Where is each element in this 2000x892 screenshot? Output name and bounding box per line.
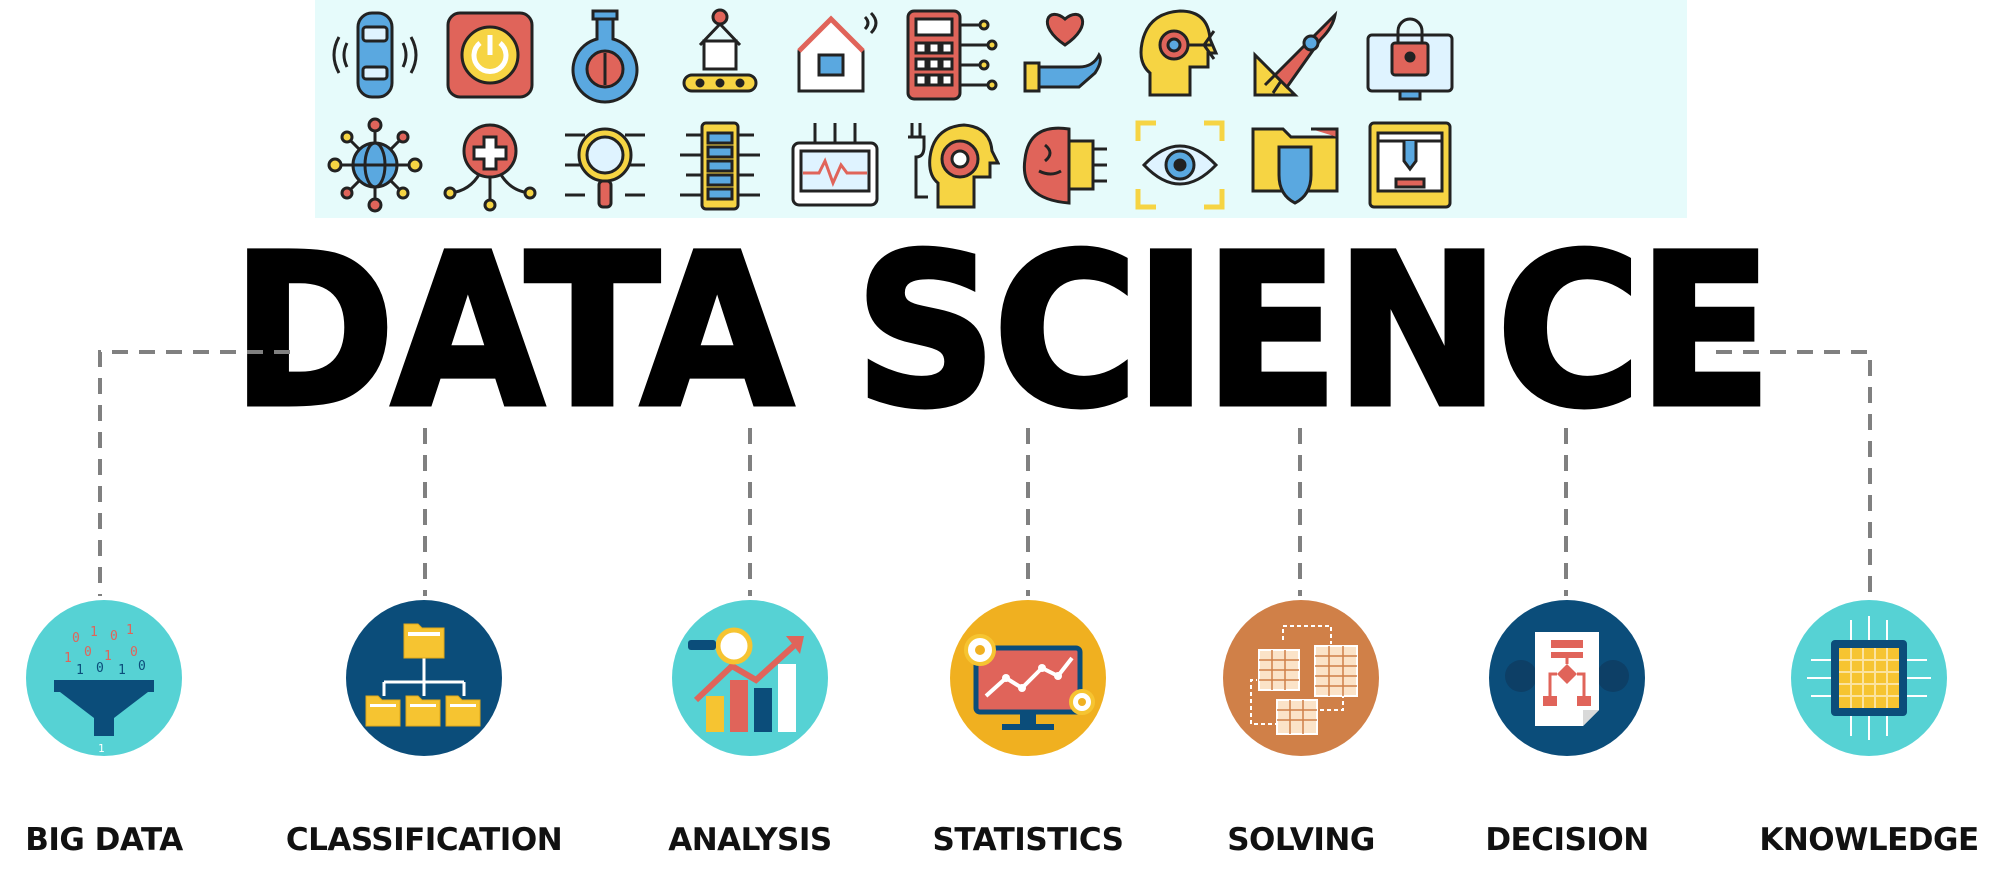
battery-chip-icon [670,115,770,215]
rocket-icon [1245,5,1345,105]
category-decision: DECISION [1417,600,1717,892]
svg-text:1: 1 [90,625,98,640]
connector-knowledge [1716,350,1872,596]
heart-monitor-icon [785,115,885,215]
svg-text:0: 0 [72,631,80,646]
smart-home-icon [785,5,885,105]
medical-network-icon [440,115,540,215]
svg-text:1: 1 [98,742,105,755]
category-statistics: STATISTICS [878,600,1178,892]
page-title: DATA SCIENCE [229,209,1775,454]
brain-chip-icon [1015,115,1115,215]
svg-text:0: 0 [110,629,118,644]
eye-scan-icon [1130,115,1230,215]
global-network-icon [325,115,425,215]
magnifier-network-icon [555,115,655,215]
table-flow-icon [1223,600,1379,756]
category-label: STATISTICS [932,822,1125,858]
svg-text:0: 0 [96,661,104,676]
svg-text:1: 1 [64,651,72,666]
category-analysis: ANALYSIS [600,600,900,892]
robot-hand-heart-icon [1015,5,1115,105]
3d-printer-icon [1360,115,1460,215]
calculator-circuit-icon [900,5,1000,105]
category-label: SOLVING [1227,822,1375,858]
category-knowledge: KNOWLEDGE [1719,600,2000,892]
flowchart-document-icon [1489,600,1645,756]
self-driving-car-icon [325,5,425,105]
cpu-chip-icon [1791,600,1947,756]
category-label: BIG DATA [25,822,183,858]
category-label: KNOWLEDGE [1759,822,1979,858]
secure-monitor-icon [1360,5,1460,105]
category-label: ANALYSIS [668,822,832,858]
svg-text:1: 1 [126,623,134,638]
svg-text:1: 1 [76,663,84,678]
bar-chart-magnifier-icon [672,600,828,756]
icon-band [315,0,1687,218]
category-solving: SOLVING [1151,600,1451,892]
svg-text:1: 1 [118,663,126,678]
monitor-graph-icon [950,600,1106,756]
svg-text:1: 1 [104,649,112,664]
robotic-arm-icon [670,5,770,105]
ai-head-icon [1130,5,1230,105]
svg-text:0: 0 [130,645,138,660]
category-classification: CLASSIFICATION [274,600,574,892]
connector-big-data [98,350,290,596]
svg-text:0: 0 [84,645,92,660]
power-button-icon [440,5,540,105]
category-label: CLASSIFICATION [285,822,563,858]
shield-folder-icon [1245,115,1345,215]
category-label: DECISION [1485,822,1649,858]
svg-text:0: 0 [138,659,146,674]
head-gear-icon [900,115,1000,215]
folder-hierarchy-icon [346,600,502,756]
brain-flask-icon [555,5,655,105]
